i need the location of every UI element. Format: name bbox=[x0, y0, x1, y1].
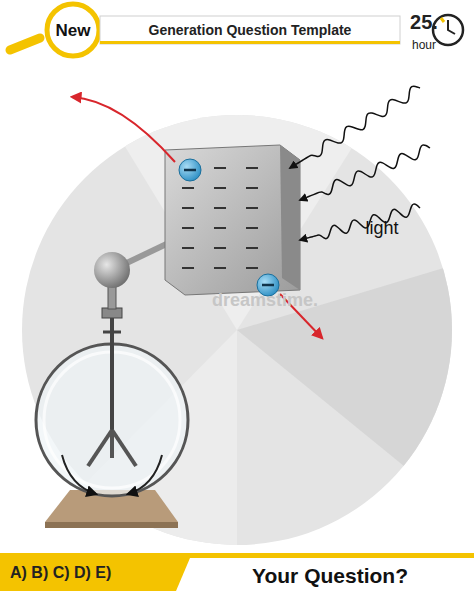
light-label: light bbox=[365, 219, 398, 237]
light-ray bbox=[290, 86, 420, 168]
counter-unit: hour bbox=[412, 39, 436, 51]
badge-text: New bbox=[56, 22, 91, 39]
light-ray bbox=[300, 145, 430, 200]
counter-number: 25. bbox=[410, 12, 438, 32]
header-title: Generation Question Template bbox=[149, 23, 352, 37]
electron bbox=[72, 97, 201, 181]
answer-options: A) B) C) D) E) bbox=[10, 565, 111, 581]
light-rays bbox=[290, 86, 430, 240]
background-disc bbox=[10, 20, 470, 591]
footer-question: Your Question? bbox=[252, 565, 408, 586]
footer-bar bbox=[0, 553, 474, 591]
watermark: dreamstime. bbox=[212, 291, 318, 309]
light-ray bbox=[300, 204, 420, 240]
metal-plate bbox=[165, 145, 300, 295]
magnifier-icon bbox=[10, 4, 99, 56]
header-banner bbox=[100, 16, 400, 44]
